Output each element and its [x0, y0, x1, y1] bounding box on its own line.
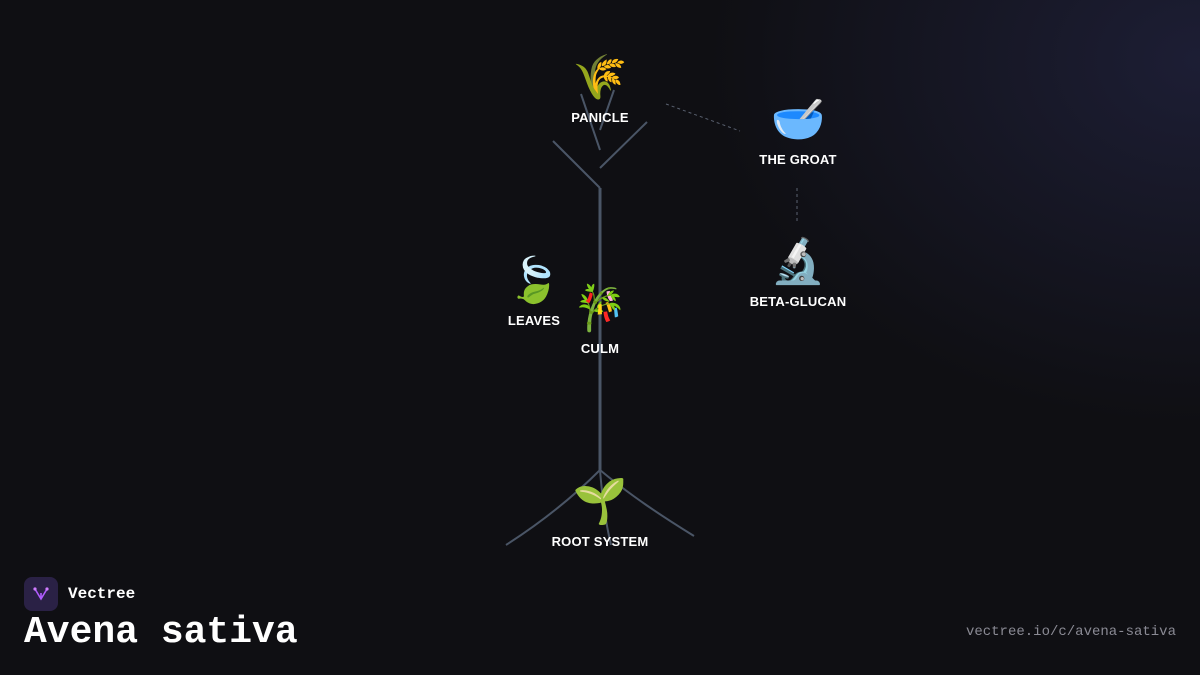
brand[interactable]: Vectree — [24, 577, 135, 611]
node-label: BETA-GLUCAN — [749, 294, 847, 309]
seedling-icon: 🌱 — [572, 476, 628, 527]
panicle-branch-right — [599, 121, 648, 169]
panicle-branch-center — [580, 93, 601, 151]
leaf-icon: 🍃 — [506, 255, 562, 306]
brand-name: Vectree — [68, 585, 136, 603]
node-label: LEAVES — [507, 313, 561, 328]
bamboo-icon: 🎋 — [572, 283, 628, 334]
root-right — [599, 469, 695, 537]
page-url[interactable]: vectree.io/c/avena-sativa — [965, 624, 1176, 640]
node-label: CULM — [580, 341, 620, 356]
root-left — [505, 469, 601, 546]
vectree-logo-icon — [24, 577, 58, 611]
node-culm[interactable]: 🎋 CULM — [573, 283, 628, 356]
connector-panicle-groat — [665, 103, 741, 132]
bowl-icon: 🥣 — [770, 94, 826, 145]
node-label: PANICLE — [571, 110, 629, 125]
node-label: ROOT SYSTEM — [551, 534, 649, 549]
panicle-branch-left — [552, 140, 601, 189]
panicle-branch-center-2 — [599, 89, 615, 131]
node-beta-glucan[interactable]: 🔬 BETA-GLUCAN — [750, 236, 847, 309]
root-center — [599, 469, 612, 546]
wheat-icon: 🌾 — [572, 52, 628, 103]
node-leaves[interactable]: 🍃 LEAVES — [507, 255, 562, 328]
node-root-system[interactable]: 🌱 ROOT SYSTEM — [552, 476, 649, 549]
node-label: THE GROAT — [759, 152, 837, 167]
microscope-icon: 🔬 — [770, 236, 826, 287]
node-panicle[interactable]: 🌾 PANICLE — [571, 52, 629, 125]
page-title: Avena sativa — [24, 611, 298, 654]
node-the-groat[interactable]: 🥣 THE GROAT — [759, 94, 836, 167]
